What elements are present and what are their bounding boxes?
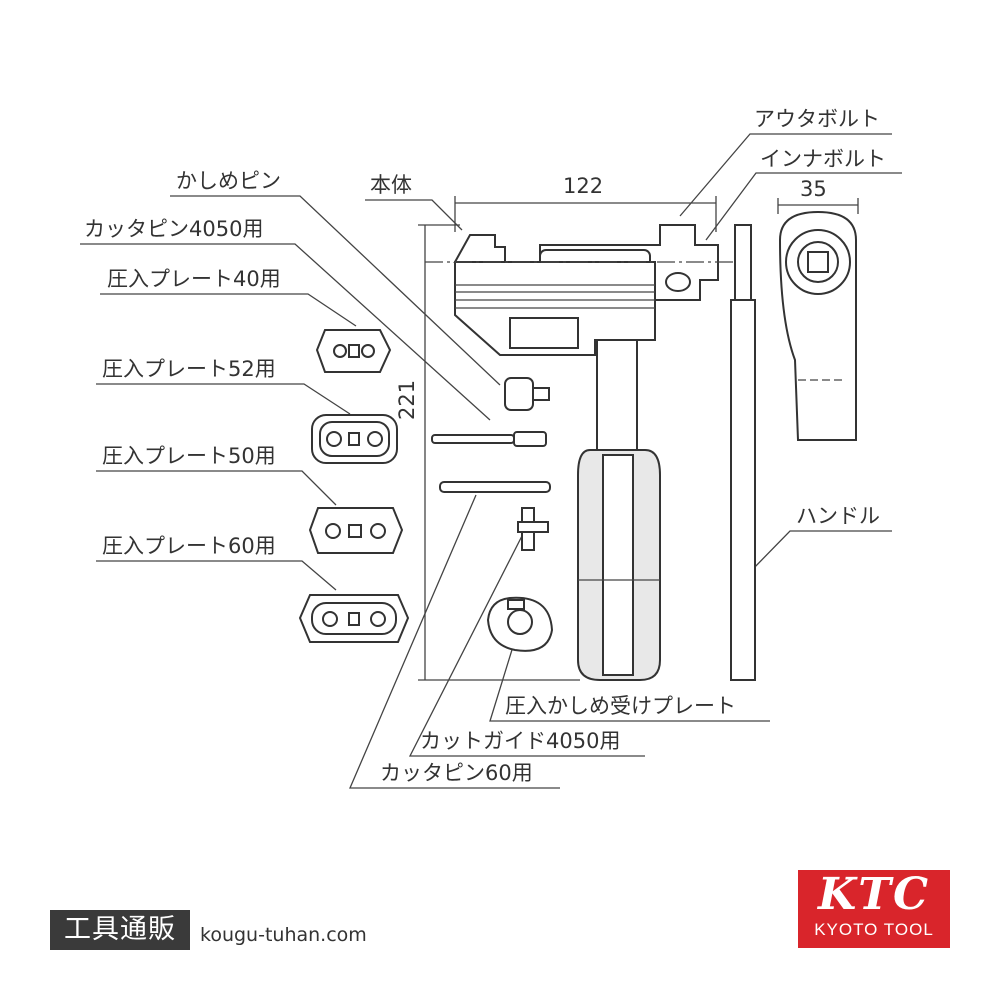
label-cut-guide-4050: カットガイド4050用 [420,729,620,753]
label-handle: ハンドル [796,504,880,528]
dimension-line-depth [777,198,859,214]
cut-guide-4050-drawing [517,507,549,551]
handle-bar-drawing [730,224,756,681]
leader-inner-bolt [705,172,902,241]
press-plate-60-drawing [298,594,410,643]
label-cutter-pin-60: カッタピン60用 [380,761,533,785]
label-outer-bolt: アウタボルト [754,107,880,131]
dimension-depth: 35 [800,177,827,201]
side-view-drawing [778,210,857,441]
dimension-width: 122 [563,174,603,198]
label-caulking-pin: かしめピン [176,169,281,193]
label-cutter-pin-4050: カッタピン4050用 [84,217,263,241]
label-press-plate-60: 圧入プレート60用 [102,534,276,558]
leader-handle [749,530,892,573]
logo-subtitle: KYOTO TOOL [814,920,934,939]
press-plate-40-drawing [315,329,392,373]
leader-receiving-plate [489,639,770,722]
press-plate-52-drawing [311,414,398,464]
leader-press-plate-50 [96,470,337,506]
logo-brand: KTC [817,869,930,920]
label-press-plate-40: 圧入プレート40用 [107,267,281,291]
shop-name-badge: 工具通販 [50,910,190,950]
dimension-line-width [454,196,717,232]
leader-cut-guide [408,529,645,757]
label-press-plate-52: 圧入プレート52用 [102,357,276,381]
leader-cutter-pin-60 [349,494,560,789]
label-press-plate-50: 圧入プレート50用 [102,444,276,468]
cutter-pin-60-drawing [439,481,551,493]
leader-press-plate-40 [100,293,357,327]
leader-press-plate-52 [96,383,351,415]
leader-outer-bolt [679,133,892,217]
label-press-caulk-receiving-plate: 圧入かしめ受けプレート [505,694,736,718]
label-body: 本体 [370,173,412,197]
ktc-logo: KTC KYOTO TOOL [798,870,950,948]
leader-body [365,199,463,231]
press-plate-50-drawing [308,507,404,554]
leader-press-plate-60 [96,560,337,591]
dimension-line-height [418,224,580,681]
leader-caulking-pin [170,195,501,386]
receiving-plate-drawing [486,596,554,652]
dimension-height: 221 [395,380,419,420]
cutter-pin-4050-drawing [431,431,547,447]
caulking-pin-drawing [504,377,550,411]
site-url: kougu-tuhan.com [200,924,367,946]
label-inner-bolt: インナボルト [760,147,886,171]
main-body-drawing [425,224,735,681]
